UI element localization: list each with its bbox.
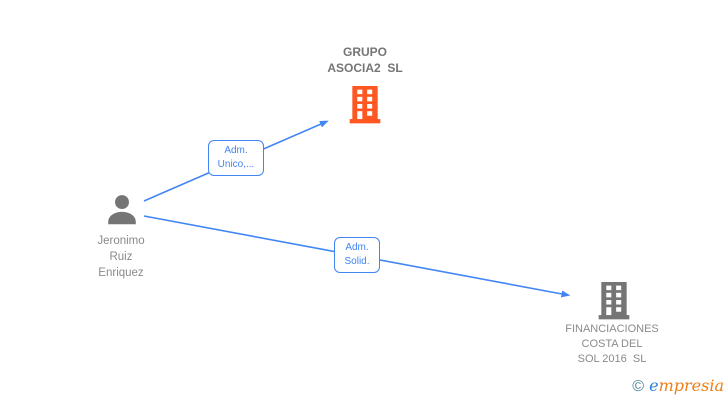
logo-letter-e: e <box>649 376 659 395</box>
building-icon[interactable] <box>596 280 632 320</box>
node-label-grupo-asocia2[interactable]: GRUPO ASOCIA2 SL <box>327 45 403 75</box>
edge-label-adm-unico[interactable]: Adm. Unico,... <box>208 140 264 176</box>
empresia-logo[interactable]: © empresia <box>632 376 724 396</box>
edge-label-adm-solid[interactable]: Adm. Solid. <box>334 237 380 273</box>
node-label-person[interactable]: Jeronimo Ruiz Enriquez <box>97 235 145 279</box>
building-icon[interactable] <box>347 84 383 124</box>
copyright-icon: © <box>632 378 645 395</box>
person-icon[interactable] <box>103 191 141 229</box>
node-label-financiaciones[interactable]: FINANCIACIONES COSTA DEL SOL 2016 SL <box>565 323 659 365</box>
logo-text: mpresia <box>658 376 724 395</box>
